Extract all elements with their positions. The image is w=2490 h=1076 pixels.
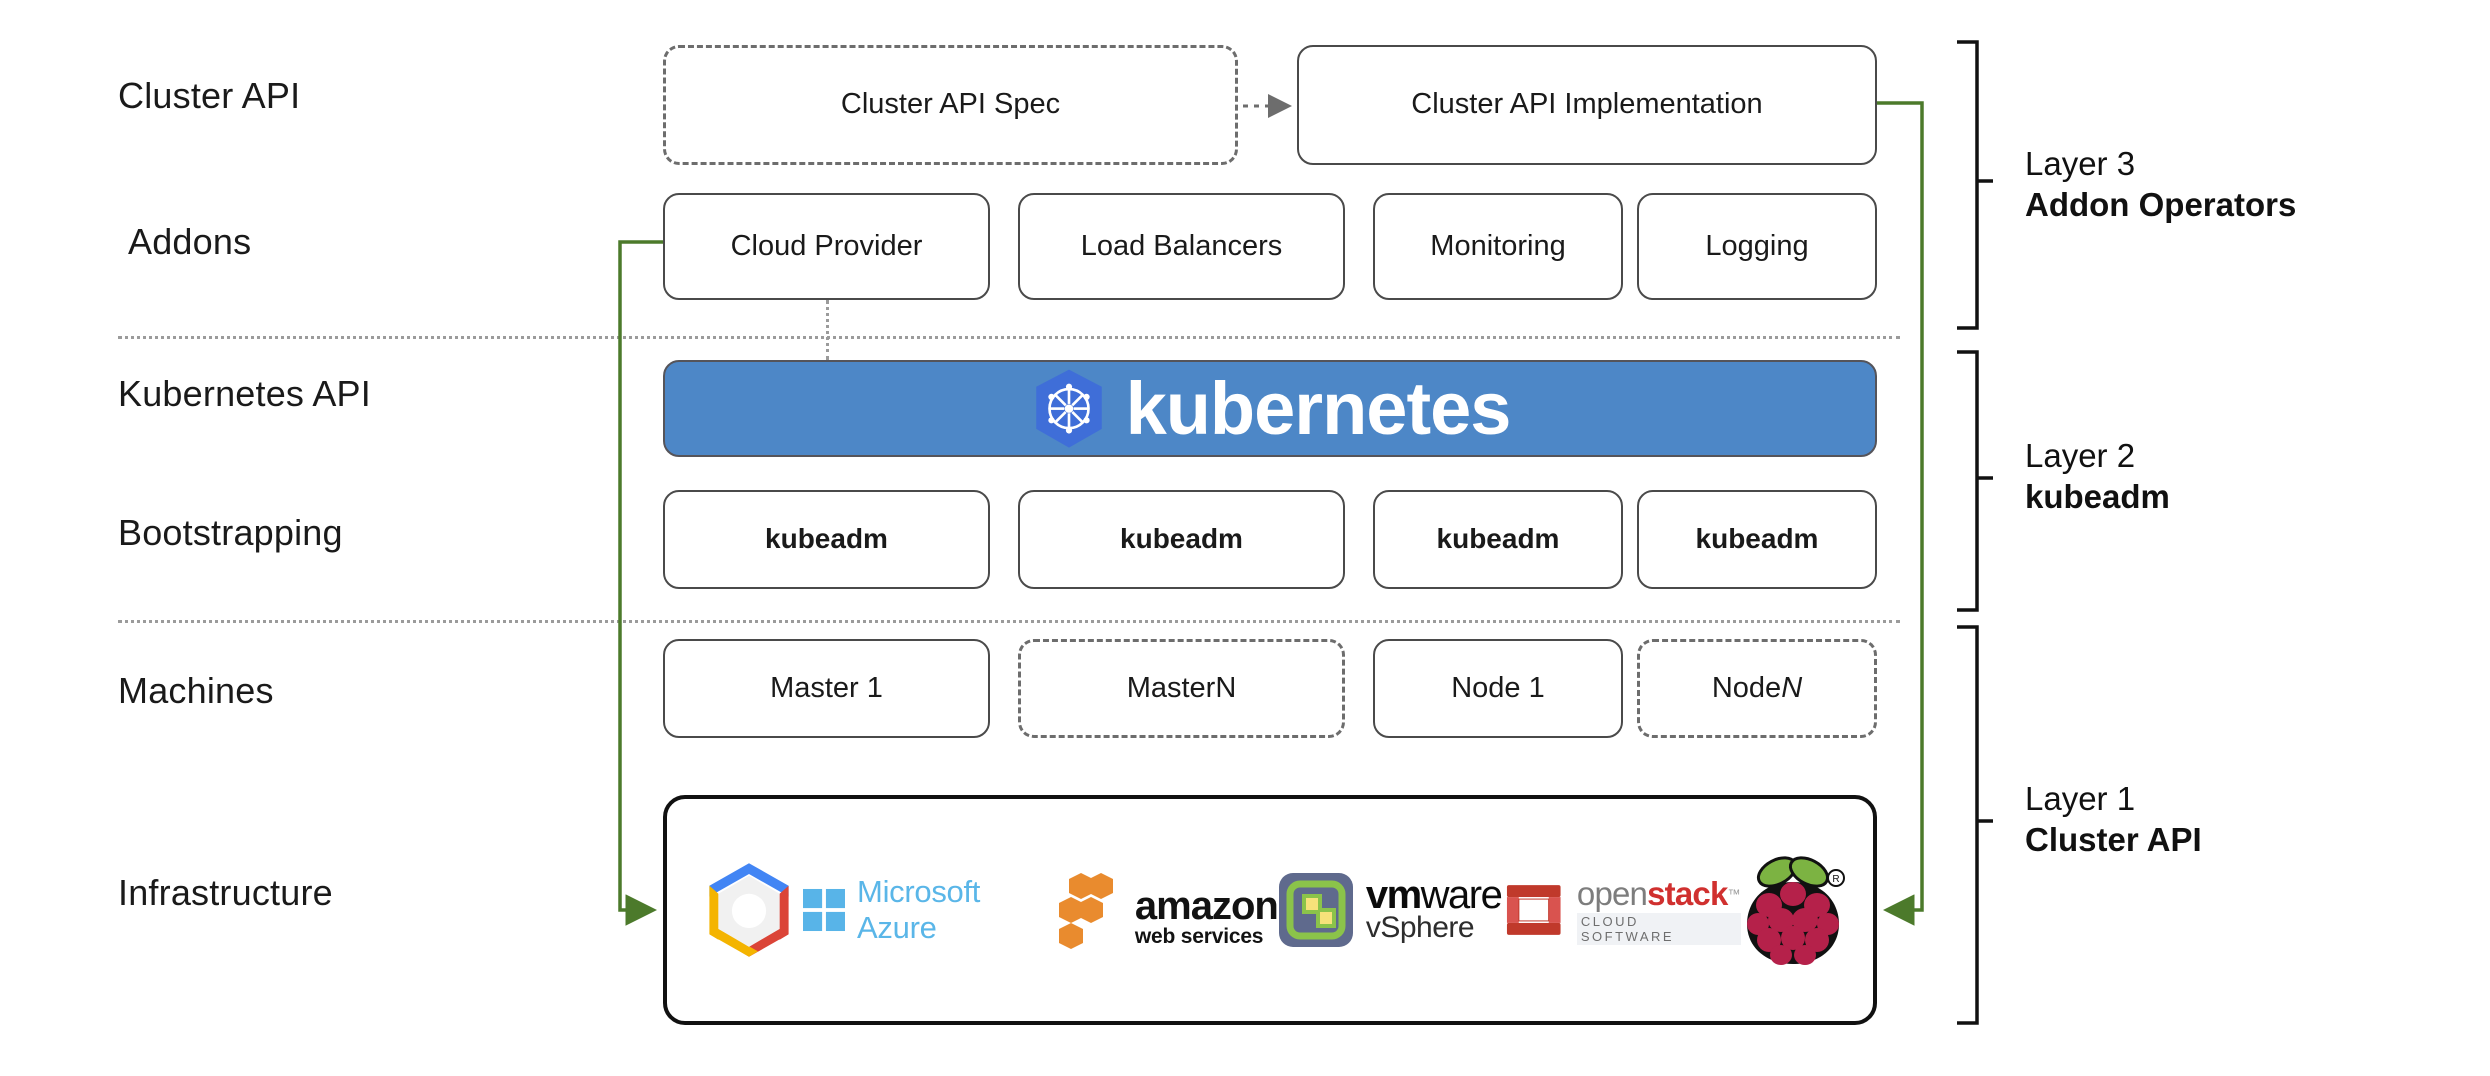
machine-box-master-1[interactable]: Master 1	[663, 639, 990, 738]
cluster-api-spec-box[interactable]: Cluster API Spec	[663, 45, 1238, 165]
cluster-api-implementation-box[interactable]: Cluster API Implementation	[1297, 45, 1877, 165]
separator-addons-kubernetes	[118, 336, 1900, 339]
addon-box-load-balancers[interactable]: Load Balancers	[1018, 193, 1345, 300]
google-cloud-platform-icon	[695, 856, 803, 964]
openstack-wordmark: openstack™	[1576, 875, 1741, 912]
kubernetes-api-banner: kubernetes	[663, 360, 1877, 457]
machine-label: Node	[1711, 671, 1782, 704]
addon-box-cloud-provider[interactable]: Cloud Provider	[663, 193, 990, 300]
layer-2-title: kubeadm	[2025, 478, 2170, 516]
row-label-bootstrapping: Bootstrapping	[118, 512, 343, 553]
layer-3-title: Addon Operators	[2025, 186, 2297, 224]
arrow-cloudprovider-to-infrastructure	[618, 240, 663, 926]
layer-bracket-1	[1955, 625, 1995, 1030]
azure-wordmark: Microsoft Azure	[857, 874, 981, 945]
kubernetes-logo-icon	[1030, 368, 1108, 450]
layer-bracket-2	[1955, 350, 1995, 617]
machine-box-master-n[interactable]: Master N	[1018, 639, 1345, 738]
openstack-sub-wordmark: CLOUD SOFTWARE	[1576, 913, 1741, 945]
layer-3-label: Layer 3 Addon Operators	[2025, 143, 2296, 226]
openstack-logo: openstack™ CLOUD SOFTWARE	[1501, 875, 1741, 945]
layer-1-label: Layer 1 Cluster API	[2025, 778, 2202, 861]
separator-bootstrap-machines	[118, 620, 1900, 623]
layer-2-label: Layer 2 kubeadm	[2025, 435, 2170, 518]
row-label-cluster-api: Cluster API	[118, 75, 301, 116]
machine-label: Master 1	[770, 671, 883, 704]
amazon-web-services-logo: amazon web services	[1057, 871, 1279, 949]
machine-label-italic: N	[1215, 671, 1237, 704]
bootstrap-box-kubeadm-3[interactable]: kubeadm	[1373, 490, 1623, 589]
vsphere-wordmark: vSphere	[1365, 911, 1475, 944]
bootstrap-box-kubeadm-2[interactable]: kubeadm	[1018, 490, 1345, 589]
vmware-vsphere-logo: vmware vSphere	[1278, 872, 1503, 948]
layer-2-name: Layer 2	[2025, 437, 2136, 474]
raspberry-pi-logo: R	[1741, 852, 1845, 968]
connector-cloudprovider-to-kubernetes	[826, 300, 829, 360]
amazon-sub-wordmark: web services	[1134, 925, 1264, 948]
layer-bracket-3	[1955, 40, 1995, 335]
layer-1-title: Cluster API	[2025, 821, 2202, 859]
kubernetes-wordmark: kubernetes	[1125, 366, 1512, 450]
addon-box-monitoring[interactable]: Monitoring	[1373, 193, 1623, 300]
machine-label: Node 1	[1451, 671, 1545, 704]
machine-box-node-n[interactable]: Node N	[1637, 639, 1877, 738]
row-label-addons: Addons	[128, 221, 252, 262]
layer-1-name: Layer 1	[2025, 780, 2136, 817]
machine-label: Master	[1126, 671, 1216, 704]
addon-box-logging[interactable]: Logging	[1637, 193, 1877, 300]
row-label-infrastructure: Infrastructure	[118, 872, 333, 913]
machine-box-node-1[interactable]: Node 1	[1373, 639, 1623, 738]
row-label-kubernetes-api: Kubernetes API	[118, 373, 371, 414]
microsoft-azure-logo: Microsoft Azure	[803, 874, 1057, 946]
amazon-wordmark: amazon	[1134, 884, 1279, 928]
row-label-machines: Machines	[118, 670, 274, 711]
bootstrap-box-kubeadm-1[interactable]: kubeadm	[663, 490, 990, 589]
vmware-wordmark: vmware	[1365, 873, 1503, 917]
svg-text:R: R	[1832, 874, 1839, 885]
arrow-implementation-to-infrastructure	[1877, 101, 1924, 926]
layer-3-name: Layer 3	[2025, 145, 2136, 182]
machine-label-italic: N	[1781, 671, 1803, 704]
infrastructure-box[interactable]: Microsoft Azure amazon web services	[663, 795, 1877, 1025]
bootstrap-box-kubeadm-4[interactable]: kubeadm	[1637, 490, 1877, 589]
